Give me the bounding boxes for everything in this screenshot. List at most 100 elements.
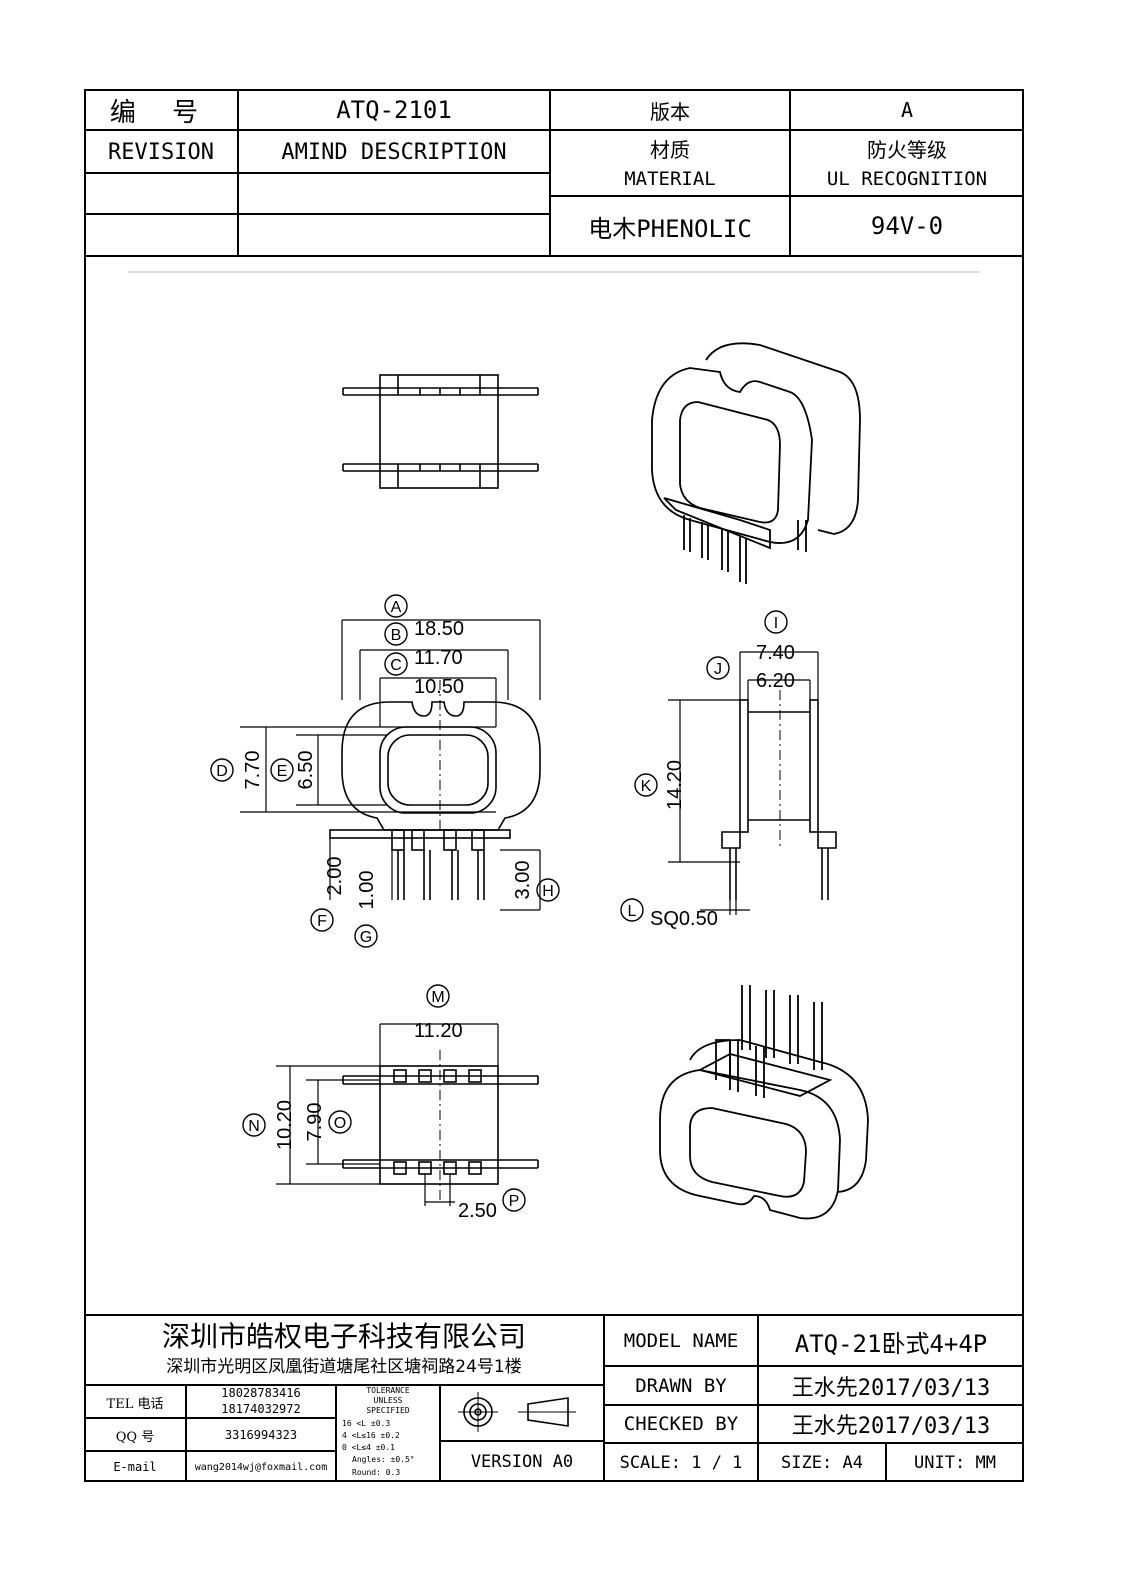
dimension-marker-g xyxy=(354,924,378,948)
dimension-marker-h xyxy=(536,878,560,902)
size: SIZE: A4 xyxy=(781,1452,863,1473)
dimension-value-i: 7.40 xyxy=(756,642,795,664)
top-view xyxy=(342,374,539,489)
model-name-label: MODEL NAME xyxy=(623,1330,739,1352)
title-block xyxy=(84,1314,1024,1482)
front-view-dimensions xyxy=(240,619,541,911)
qq-value: 3316994323 xyxy=(224,1428,298,1442)
qq-label: QQ 号 xyxy=(115,1429,155,1445)
dimension-value-l: SQ0.50 xyxy=(650,908,718,930)
amind-description-label: AMIND DESCRIPTION xyxy=(281,139,507,165)
tolerance-line: SPECIFIED xyxy=(366,1406,410,1415)
code-value: ATQ-2101 xyxy=(336,96,452,124)
dimension-letter-n: N xyxy=(248,1118,260,1135)
dimension-value-g: 1.00 xyxy=(356,871,378,910)
dimension-letter-g: G xyxy=(360,929,372,946)
dimension-letter-e: E xyxy=(277,763,288,780)
tolerance-line: Round: 0.3 xyxy=(352,1468,401,1477)
code-label: 编 号 xyxy=(109,97,213,128)
tolerance-line: UNLESS xyxy=(373,1396,403,1405)
dimension-marker-e xyxy=(270,758,294,782)
dimension-marker-m xyxy=(426,984,450,1008)
tolerance-line: Angles: ±0.5° xyxy=(352,1455,415,1464)
tolerance-line: 0 <L≤4 ±0.1 xyxy=(342,1443,395,1452)
ul-label-en: UL RECOGNITION xyxy=(826,168,988,190)
version-label: 版本 xyxy=(650,99,690,124)
dimension-value-o: 7.90 xyxy=(304,1103,326,1142)
dimension-value-b: 11.70 xyxy=(414,647,463,669)
drawn-by-label: DRAWN BY xyxy=(635,1374,727,1397)
scale: SCALE: 1 / 1 xyxy=(619,1452,743,1473)
tolerance-block: TOLERANCE UNLESS SPECIFIED 16 <L ±0.3 4 … xyxy=(338,1386,438,1481)
tolerance-line: TOLERANCE xyxy=(366,1386,410,1395)
checked-by-label: CHECKED BY xyxy=(623,1413,739,1435)
dimension-marker-b xyxy=(384,622,408,646)
side-view-dimensions xyxy=(668,651,819,915)
dimension-value-h: 3.00 xyxy=(512,861,534,900)
dimension-value-d: 7.70 xyxy=(242,751,264,790)
ul-label-cn: 防火等级 xyxy=(867,137,947,162)
dimension-marker-l xyxy=(620,898,644,922)
version-a0: VERSION A0 xyxy=(470,1452,574,1472)
dimension-letter-d: D xyxy=(216,763,228,780)
dimension-value-j: 6.20 xyxy=(756,670,795,692)
dimension-letter-o: O xyxy=(334,1115,346,1132)
front-view xyxy=(329,680,541,900)
tel-1: 18028783416 xyxy=(221,1386,301,1400)
dimension-value-f: 2.00 xyxy=(324,857,346,896)
company-name: 深圳市皓权电子科技有限公司 xyxy=(161,1320,526,1353)
tolerance-line: 4 <L≤16 ±0.2 xyxy=(342,1431,400,1440)
ul-value: 94V-0 xyxy=(870,212,944,240)
material-label-en: MATERIAL xyxy=(624,168,716,190)
dimension-letter-i: I xyxy=(774,615,778,632)
projection-symbol-icon xyxy=(458,1392,576,1432)
drawn-by-value: 王水先2017/03/13 xyxy=(791,1375,991,1401)
tel-label: TEL 电话 xyxy=(106,1396,164,1412)
dimension-letter-j: J xyxy=(714,661,722,678)
dimension-value-m: 11.20 xyxy=(414,1020,463,1042)
side-view xyxy=(721,690,837,900)
model-name-value: ATQ-21卧式4+4P xyxy=(794,1329,988,1358)
email-value: wang2014wj@foxmail.com xyxy=(194,1461,328,1473)
material-value: 电木PHENOLIC xyxy=(588,214,752,243)
revision-label: REVISION xyxy=(108,139,214,165)
dimension-marker-p xyxy=(502,1188,526,1212)
isometric-view-bottom xyxy=(659,985,869,1220)
tel-2: 18174032972 xyxy=(221,1402,301,1416)
dimension-marker-k xyxy=(634,773,658,797)
dimension-letter-h: H xyxy=(542,883,554,900)
dimension-letter-a: A xyxy=(391,599,402,616)
email-label: E-mail xyxy=(113,1460,157,1474)
dimension-value-p: 2.50 xyxy=(458,1200,497,1222)
dimension-letter-k: K xyxy=(641,778,652,795)
dimension-letter-m: M xyxy=(431,989,444,1006)
bottom-view xyxy=(342,1050,539,1200)
tolerance-line: 16 <L ±0.3 xyxy=(342,1419,391,1428)
dimension-marker-o xyxy=(328,1110,352,1134)
dimension-value-e: 6.50 xyxy=(295,751,317,790)
unit: UNIT: MM xyxy=(914,1452,996,1473)
dimension-letter-l: L xyxy=(628,903,637,920)
bottom-view-dimensions xyxy=(276,1023,499,1206)
dimension-marker-i xyxy=(764,610,788,634)
version-value: A xyxy=(900,98,914,122)
dimension-value-n: 10.20 xyxy=(274,1100,296,1150)
material-label-cn: 材质 xyxy=(650,137,690,162)
dimension-value-c: 10.50 xyxy=(414,676,464,698)
dimension-marker-n xyxy=(242,1113,266,1137)
company-address: 深圳市光明区凤凰街道塘尾社区塘祠路24号1楼 xyxy=(166,1356,522,1377)
dimension-letter-f: F xyxy=(317,913,327,930)
dimension-marker-c xyxy=(384,652,408,676)
drawing-frame xyxy=(84,89,1024,1482)
dimension-marker-d xyxy=(210,758,234,782)
dimension-marker-j xyxy=(706,656,730,680)
isometric-view-top xyxy=(651,342,861,584)
dimension-letter-c: C xyxy=(390,657,402,674)
checked-by-value: 王水先2017/03/13 xyxy=(791,1414,991,1439)
dimension-marker-f xyxy=(310,908,334,932)
dimension-marker-a xyxy=(384,594,408,618)
dimension-value-a: 18.50 xyxy=(414,618,464,640)
dimension-letter-p: P xyxy=(509,1193,520,1210)
dimension-letter-b: B xyxy=(391,627,402,644)
